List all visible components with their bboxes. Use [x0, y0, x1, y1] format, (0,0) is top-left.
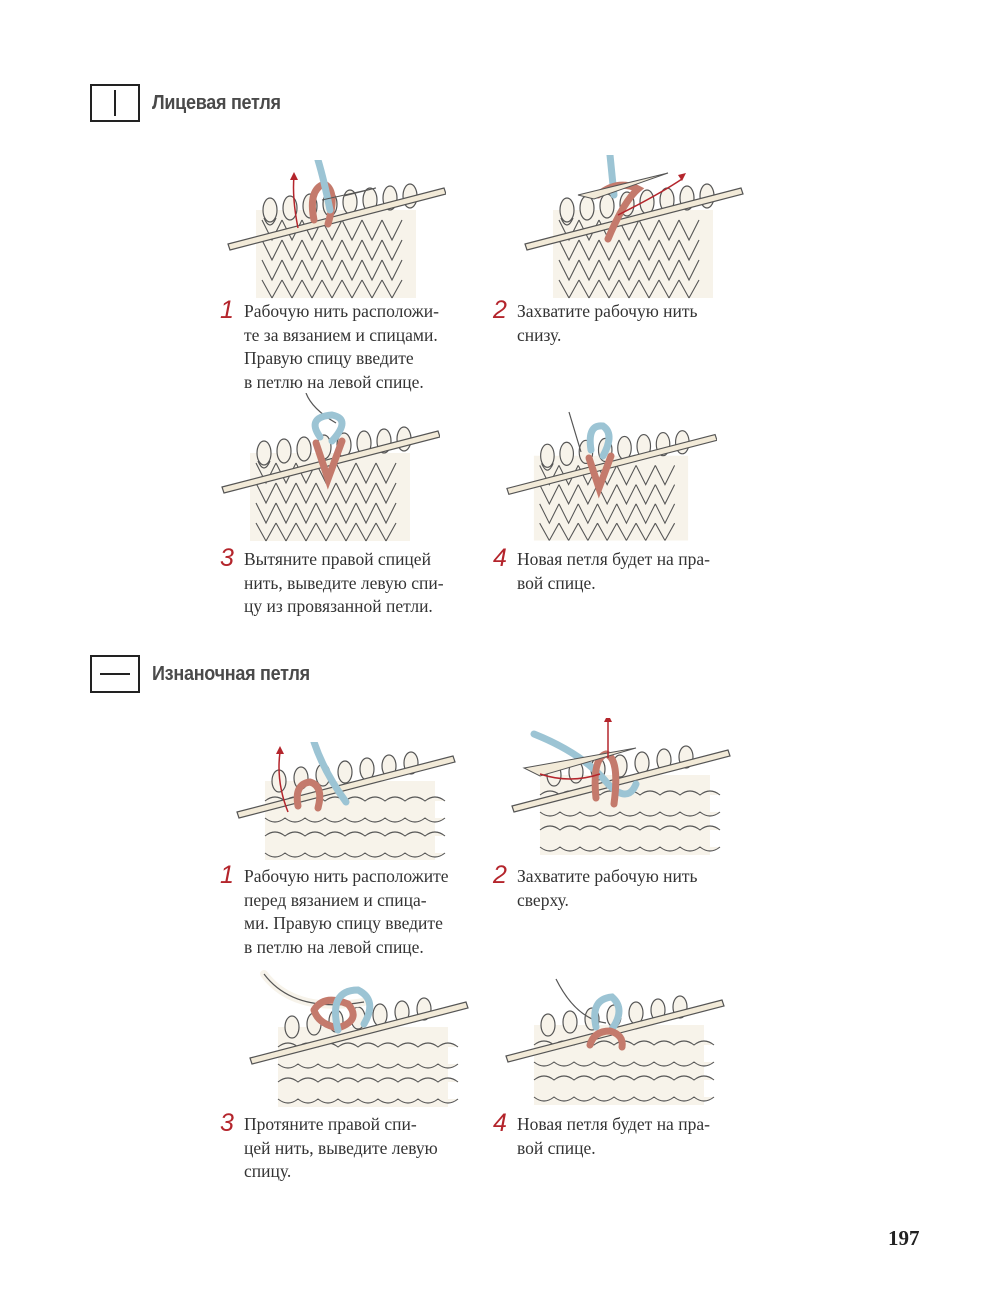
- step-text: Новая петля будет на пра- вой спице.: [517, 549, 710, 593]
- step-number: 1: [220, 861, 234, 889]
- step-text: Рабочую нить расположи- те за вязанием и…: [244, 301, 439, 392]
- step-number: 1: [220, 296, 234, 324]
- knit-step3-illustration: [221, 393, 440, 542]
- step-number: 4: [493, 1109, 507, 1137]
- step-number: 2: [493, 861, 507, 889]
- knit-step1-illustration: [227, 160, 446, 299]
- step-number: 3: [220, 544, 234, 572]
- purl-step1-illustration: [236, 742, 456, 860]
- step-text: Протяните правой спи- цей нить, выведите…: [244, 1114, 438, 1181]
- purl-step-2: 2 Захватите рабочую нить сверху.: [493, 861, 698, 912]
- knit-step2-illustration: [524, 155, 744, 299]
- purl-step-3: 3 Протяните правой спи- цей нить, выведи…: [220, 1109, 438, 1184]
- purl-step2-illustration: [511, 718, 731, 856]
- step-text: Захватите рабочую нить снизу.: [517, 301, 698, 345]
- section-header-knit: Лицевая петля: [90, 84, 295, 122]
- section-title: Изнаночная петля: [152, 662, 310, 685]
- knit-step-2: 2 Захватите рабочую нить снизу.: [493, 296, 698, 347]
- step-text: Новая петля будет на пра- вой спице.: [517, 1114, 710, 1158]
- step-text: Рабочую нить расположите перед вязанием …: [244, 866, 449, 957]
- knit-symbol-icon: [90, 84, 140, 122]
- knit-step-1: 1 Рабочую нить расположи- те за вязанием…: [220, 296, 439, 394]
- step-text: Вытяните правой спицей нить, выведите ле…: [244, 549, 444, 616]
- purl-symbol-icon: [90, 655, 140, 693]
- step-number: 2: [493, 296, 507, 324]
- section-title: Лицевая петля: [152, 91, 281, 114]
- step-number: 3: [220, 1109, 234, 1137]
- purl-step-1: 1 Рабочую нить расположите перед вязание…: [220, 861, 449, 959]
- purl-step3-illustration: [249, 970, 469, 1108]
- knit-step4-illustration: [506, 411, 717, 542]
- step-text: Захватите рабочую нить сверху.: [517, 866, 698, 910]
- purl-step-4: 4 Новая петля будет на пра- вой спице.: [493, 1109, 710, 1160]
- section-header-purl: Изнаночная петля: [90, 655, 327, 693]
- page-number: 197: [888, 1226, 920, 1250]
- knit-step-3: 3 Вытяните правой спицей нить, выведите …: [220, 544, 444, 619]
- step-number: 4: [493, 544, 507, 572]
- knit-step-4: 4 Новая петля будет на пра- вой спице.: [493, 544, 710, 595]
- purl-step4-illustration: [505, 978, 725, 1106]
